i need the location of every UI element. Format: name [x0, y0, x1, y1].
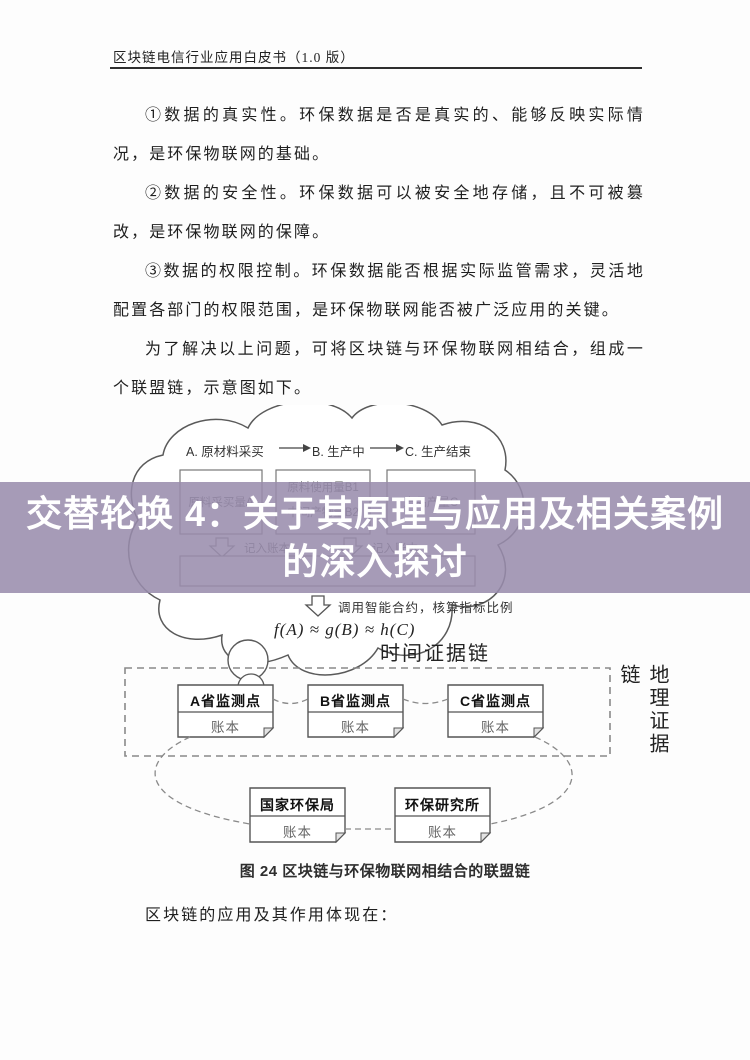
monitor-node-a-box — [177, 684, 275, 739]
paragraph-3: ③数据的权限控制。环保数据能否根据实际监管需求，灵活地配置各部门的权限范围，是环… — [113, 263, 645, 319]
balance-formula: f(A) ≈ g(B) ≈ h(C) — [274, 620, 416, 639]
diagram-linework — [124, 405, 611, 844]
banner-line-2: 的深入探讨 — [282, 540, 468, 582]
monitor-node-c-ledger: 账本 — [481, 720, 510, 735]
dashed-link-b-c — [402, 698, 449, 705]
dashed-link-right-org — [489, 736, 573, 825]
closing-text: 区块链的应用及其作用体现在： — [113, 896, 645, 935]
dashed-link-left-org — [154, 736, 251, 825]
monitor-node-a-ledger: 账本 — [211, 720, 240, 735]
smart-contract-note: 调用智能合约，核算指标比例 — [338, 601, 514, 615]
flow-arrowhead-a-b — [303, 444, 311, 452]
org-node-left-title: 国家环保局 — [260, 797, 335, 813]
monitor-node-b-title: B省监测点 — [319, 693, 392, 709]
paragraph-2: ②数据的安全性。环保数据可以被安全地存储，且不可被篡改，是环保物联网的保障。 — [113, 185, 645, 241]
monitor-node-c-box — [447, 684, 545, 739]
monitor-node-b-box — [307, 684, 405, 739]
org-node-right-ledger: 账本 — [428, 825, 457, 840]
org-node-left-ledger: 账本 — [283, 825, 312, 840]
flow-step-b-label: B. 生产中 — [312, 445, 365, 459]
geo-chain-label: 地理证据链 — [617, 664, 668, 756]
paragraph-4: 为了解决以上问题，可将区块链与环保物联网相结合，组成一个联盟链，示意图如下。 — [113, 341, 645, 397]
org-node-right-box — [394, 787, 492, 844]
org-node-left-box — [249, 787, 347, 844]
flow-arrowhead-b-c — [396, 444, 404, 452]
figure-caption: 图 24 区块链与环保物联网相结合的联盟链 — [239, 863, 531, 880]
flow-step-c-label: C. 生产结束 — [405, 445, 471, 459]
monitor-node-b-ledger: 账本 — [341, 720, 370, 735]
dashed-link-a-b — [272, 698, 309, 705]
page-header-title: 区块链电信行业应用白皮书（1.0 版） — [113, 50, 355, 65]
flow-step-a-label: A. 原材料采买 — [186, 445, 264, 459]
header-divider — [110, 67, 642, 69]
body-text: ①数据的真实性。环保数据是否是真实的、能够反映实际情况，是环保物联网的基础。 ②… — [113, 96, 645, 408]
closing-paragraph: 区块链的应用及其作用体现在： — [145, 907, 399, 924]
time-chain-label: 时间证据链 — [380, 643, 490, 665]
org-node-right-title: 环保研究所 — [405, 797, 480, 813]
geo-chain-dashed-frame — [124, 667, 611, 757]
monitor-node-a-title: A省监测点 — [189, 693, 262, 709]
down-arrow-icon — [304, 595, 332, 617]
monitor-node-c-title: C省监测点 — [459, 693, 532, 709]
paragraph-1: ①数据的真实性。环保数据是否是真实的、能够反映实际情况，是环保物联网的基础。 — [113, 107, 645, 163]
banner-line-1: 交替轮换 4：关于其原理与应用及相关案例 — [25, 492, 725, 534]
consortium-chain-diagram: A. 原材料采买 B. 生产中 C. 生产结束 原料采买量A 原料使用量B1 中… — [0, 405, 750, 895]
promo-overlay-banner: 交替轮换 4：关于其原理与应用及相关案例 的深入探讨 — [0, 482, 750, 593]
